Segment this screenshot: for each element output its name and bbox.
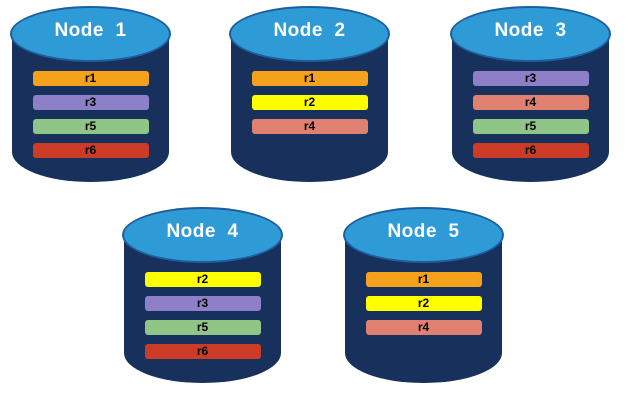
replica-list: r2 r3 r5 r6 [124,272,281,359]
node-cylinder-2: Node 2 r1 r2 r4 [231,8,388,193]
replica-list: r1 r2 r4 [231,71,388,134]
node-cylinder-5: Node 5 r1 r2 r4 [345,209,502,394]
replica-bar-r1: r1 [251,71,368,86]
replica-bar-r4: r4 [365,320,482,335]
replica-list: r3 r4 r5 r6 [452,71,609,158]
replica-bar-r3: r3 [144,296,261,311]
replica-list: r1 r3 r5 r6 [12,71,169,158]
replica-bar-r6: r6 [144,344,261,359]
node-label: Node 3 [494,20,567,41]
replica-bar-r6: r6 [32,143,149,158]
cylinder-top-ellipse [12,8,169,60]
node-cylinder-3: Node 3 r3 r4 r5 r6 [452,8,609,193]
replica-bar-r4: r4 [251,119,368,134]
node-cylinder-1: Node 1 r1 r3 r5 r6 [12,8,169,193]
cylinder-top-ellipse [452,8,609,60]
cylinder-top-ellipse [231,8,388,60]
replica-bar-r6: r6 [472,143,589,158]
node-label: Node 5 [387,221,460,242]
cylinder-top-ellipse [345,209,502,261]
replica-bar-r4: r4 [472,95,589,110]
node-cylinder-4: Node 4 r2 r3 r5 r6 [124,209,281,394]
node-label: Node 4 [166,221,239,242]
replica-bar-r5: r5 [144,320,261,335]
replica-bar-r5: r5 [472,119,589,134]
replica-bar-r1: r1 [365,272,482,287]
replica-bar-r5: r5 [32,119,149,134]
replica-bar-r3: r3 [32,95,149,110]
cylinder-top-ellipse [124,209,281,261]
replica-bar-r3: r3 [472,71,589,86]
replica-bar-r2: r2 [365,296,482,311]
replica-bar-r2: r2 [251,95,368,110]
node-label: Node 1 [54,20,127,41]
node-label: Node 2 [273,20,346,41]
replica-bar-r1: r1 [32,71,149,86]
replica-list: r1 r2 r4 [345,272,502,335]
replica-bar-r2: r2 [144,272,261,287]
